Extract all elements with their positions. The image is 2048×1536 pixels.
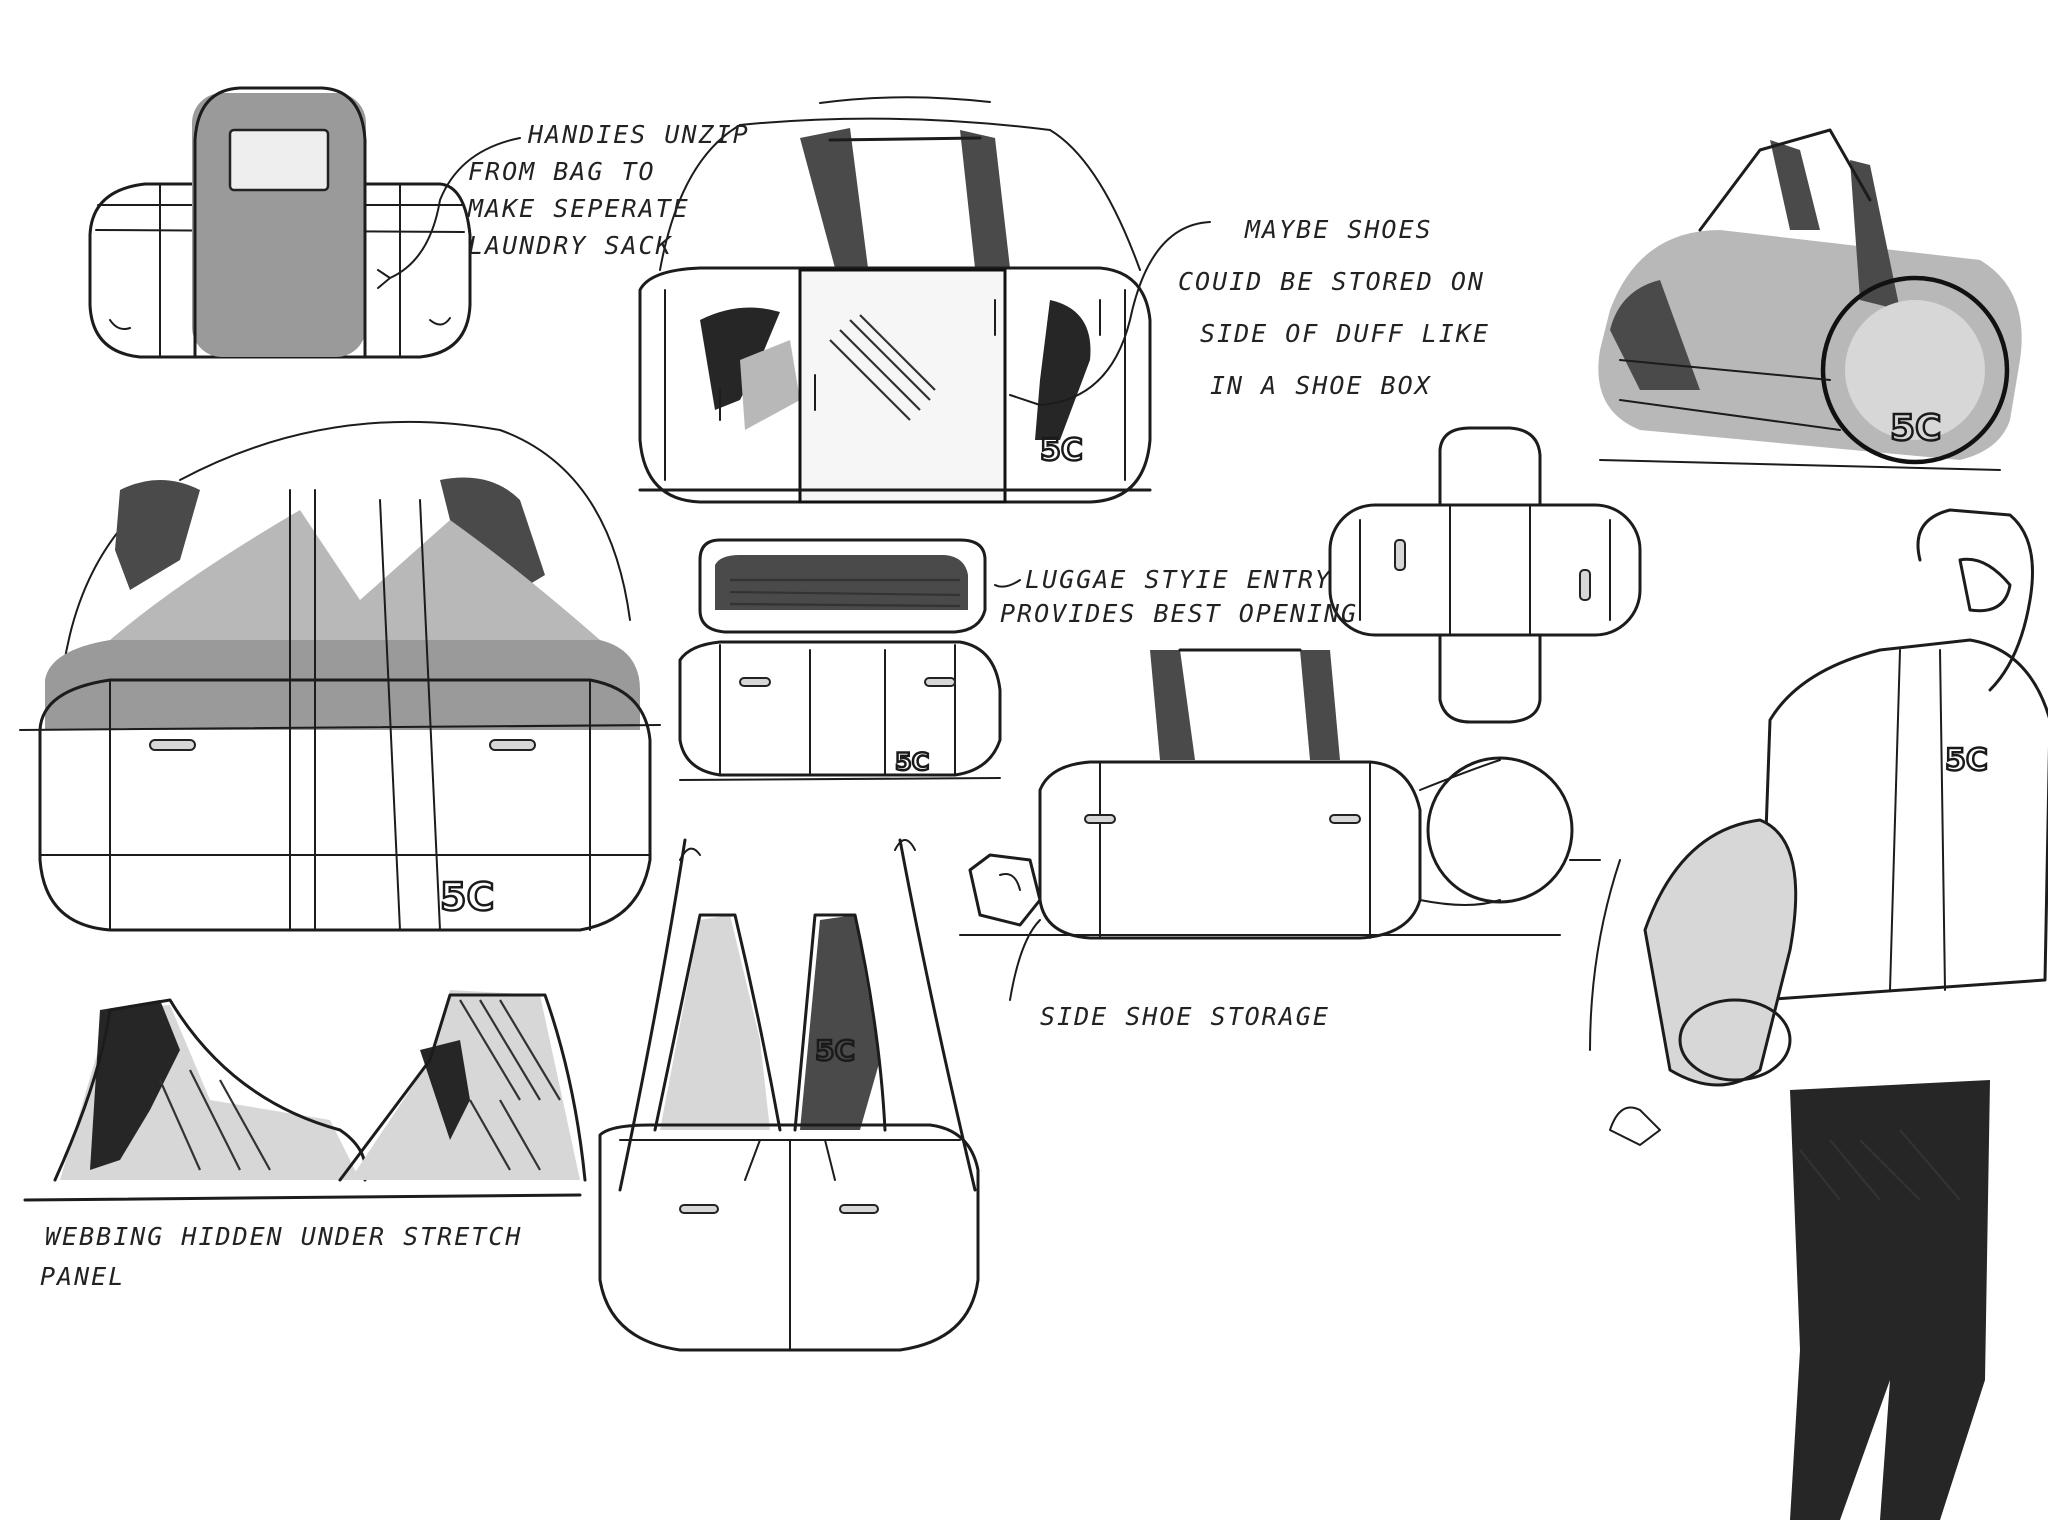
note-shoes-line-3: SIDE OF DUFF LIKE [1200, 319, 1490, 348]
note-laundry-line-4: LAUNDRY SACK [468, 231, 673, 260]
note-luggage-line-2: PROVIDES BEST OPENING [1000, 599, 1358, 628]
note-luggage-entry: LUGGAE STYIE ENTRY PROVIDES BEST OPENING [1000, 565, 1358, 628]
shoe-top-duffel-sketch: 5C [598, 838, 980, 1352]
svg-text:5C: 5C [1890, 408, 1941, 449]
person-carrying-duffel-sketch: 5C [1589, 508, 2048, 1520]
note-webbing-line-2: PANEL [40, 1262, 125, 1291]
annotation-arrows [389, 137, 1211, 1001]
perspective-duffel-sketch: 5C [1598, 128, 2022, 471]
note-shoes-line-2: COUID BE STORED ON [1178, 267, 1485, 296]
svg-text:5C: 5C [895, 748, 929, 776]
duffel-laundry-sack-sketch [88, 86, 472, 359]
note-shoes-line-4: IN A SHOE BOX [1210, 371, 1432, 400]
note-side-shoe-storage: SIDE SHOE STORAGE [1040, 1002, 1330, 1031]
svg-text:5C: 5C [1040, 433, 1083, 468]
note-laundry-line-1: HANDIES UNZIP [527, 120, 750, 149]
top-down-duffel-sketch [1328, 426, 1642, 724]
note-shoes-line-1: MAYBE SHOES [1244, 215, 1433, 244]
note-laundry-line-3: MAKE SEPERATE [467, 194, 690, 223]
note-shoe-box: MAYBE SHOES COUID BE STORED ON SIDE OF D… [1178, 215, 1490, 400]
luggage-entry-duffel-sketch: 5C [678, 538, 1002, 781]
large-duffel-sketch: 5C [19, 420, 661, 932]
note-laundry-line-2: FROM BAG TO [468, 157, 656, 186]
note-webbing: WEBBING HIDDEN UNDER STRETCH PANEL [40, 1222, 522, 1291]
duffel-shoe-window-sketch: 5C [638, 96, 1152, 504]
side-shoe-storage-sketch [959, 648, 1601, 940]
svg-text:5C: 5C [815, 1034, 855, 1067]
svg-text:5C: 5C [440, 875, 494, 919]
shoe-webbing-sketch [23, 990, 587, 1202]
svg-text:5C: 5C [1945, 743, 1988, 778]
note-luggage-line-1: LUGGAE STYIE ENTRY [1025, 565, 1332, 594]
note-laundry-sack: HANDIES UNZIP FROM BAG TO MAKE SEPERATE … [467, 120, 750, 260]
note-webbing-line-1: WEBBING HIDDEN UNDER STRETCH [45, 1222, 522, 1251]
